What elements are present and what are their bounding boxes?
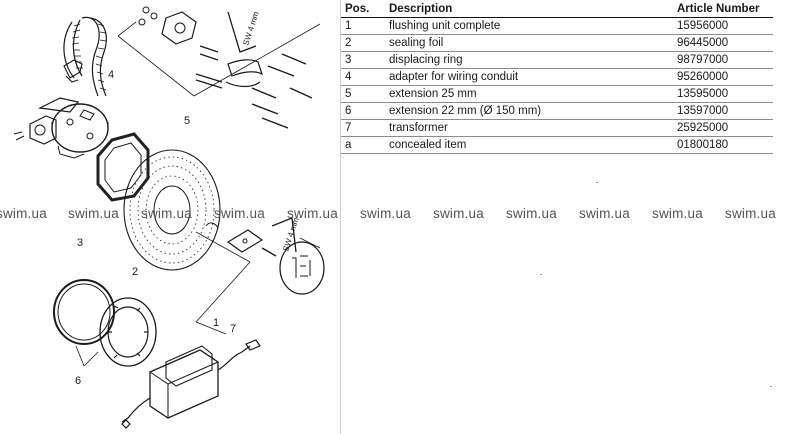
row-pos: 1 [341,17,385,35]
row-pos: 6 [341,102,385,120]
watermark-text: swim.ua [214,206,265,221]
row-pos: a [341,136,385,154]
row-article: 13597000 [673,102,773,120]
sealing-foil [123,149,221,271]
group-1-bracket [195,231,321,323]
row-description: sealing foil [385,34,673,52]
row-pos: 3 [341,51,385,69]
callout-2: 2 [132,266,138,278]
group-6-leaders [75,345,99,367]
scan-speck [596,182,598,183]
callout-3: 3 [77,237,83,249]
parts-table: Pos. Description Article Number 1 flushi… [341,0,773,154]
row-article: 95260000 [673,68,773,86]
group-5-bracket [117,21,321,97]
watermark-text: swim.ua [360,206,411,221]
header-description: Description [385,0,673,18]
table-row: 6 extension 22 mm (Ø 150 mm) 13597000 [341,102,773,120]
row-description: adapter for wiring conduit [385,68,673,86]
watermark-text: swim.ua [725,206,776,221]
concealed-body [13,97,109,159]
callout-4: 4 [108,69,114,81]
conduit-adapter [63,59,83,83]
row-article: 01800180 [673,136,773,154]
row-pos: 7 [341,119,385,137]
watermark-text: swim.ua [287,206,338,221]
watermark-text: swim.ua [506,206,557,221]
table-row: 5 extension 25 mm 13595000 [341,85,773,103]
exploded-parts-drawing: 4 5 3 2 1 7 6 SW 4 mm SW 4 mm [13,6,325,429]
allen-key-top [227,11,257,53]
callout-7: 7 [230,323,236,335]
column-divider [340,0,341,434]
watermark-text: swim.ua [433,206,484,221]
row-article: 98797000 [673,51,773,69]
row-description: concealed item [385,136,673,154]
watermark-row: swim.ua swim.ua swim.ua swim.ua swim.ua … [0,206,800,224]
row-description: extension 25 mm [385,85,673,103]
row-pos: 5 [341,85,385,103]
row-description: extension 22 mm (Ø 150 mm) [385,102,673,120]
wiring-conduit [63,16,107,97]
watermark-text: swim.ua [0,206,47,221]
callout-6: 6 [75,375,81,387]
scan-speck [540,274,542,275]
mounting-plate [226,229,264,253]
row-description: displacing ring [385,51,673,69]
table-row: 2 sealing foil 96445000 [341,34,773,52]
allen-key-right [271,217,297,253]
row-article: 25925000 [673,119,773,137]
watermark-text: swim.ua [652,206,703,221]
row-description: transformer [385,119,673,137]
table-row: 1 flushing unit complete 15956000 [341,17,773,35]
callout-1: 1 [213,317,219,329]
row-article: 13595000 [673,85,773,103]
row-article: 15956000 [673,17,773,35]
callout-5: 5 [184,115,190,127]
row-pos: 2 [341,34,385,52]
extension-25mm-parts [138,6,313,129]
displacing-ring [96,132,150,202]
header-pos: Pos. [341,0,385,18]
watermark-text: swim.ua [141,206,192,221]
transformer [121,339,261,429]
watermark-text: swim.ua [579,206,630,221]
scan-speck [770,386,772,387]
table-header-row: Pos. Description Article Number [341,0,773,18]
header-article-number: Article Number [673,0,773,18]
table-row: a concealed item 01800180 [341,136,773,154]
row-pos: 4 [341,68,385,86]
row-article: 96445000 [673,34,773,52]
watermark-text: swim.ua [68,206,119,221]
table-row: 4 adapter for wiring conduit 95260000 [341,68,773,86]
cover-plate [279,241,325,295]
table-row: 7 transformer 25925000 [341,119,773,137]
extension-22mm [53,279,157,367]
row-description: flushing unit complete [385,17,673,35]
table-row: 3 displacing ring 98797000 [341,51,773,69]
tool-label-top: SW 4 mm [241,10,261,46]
